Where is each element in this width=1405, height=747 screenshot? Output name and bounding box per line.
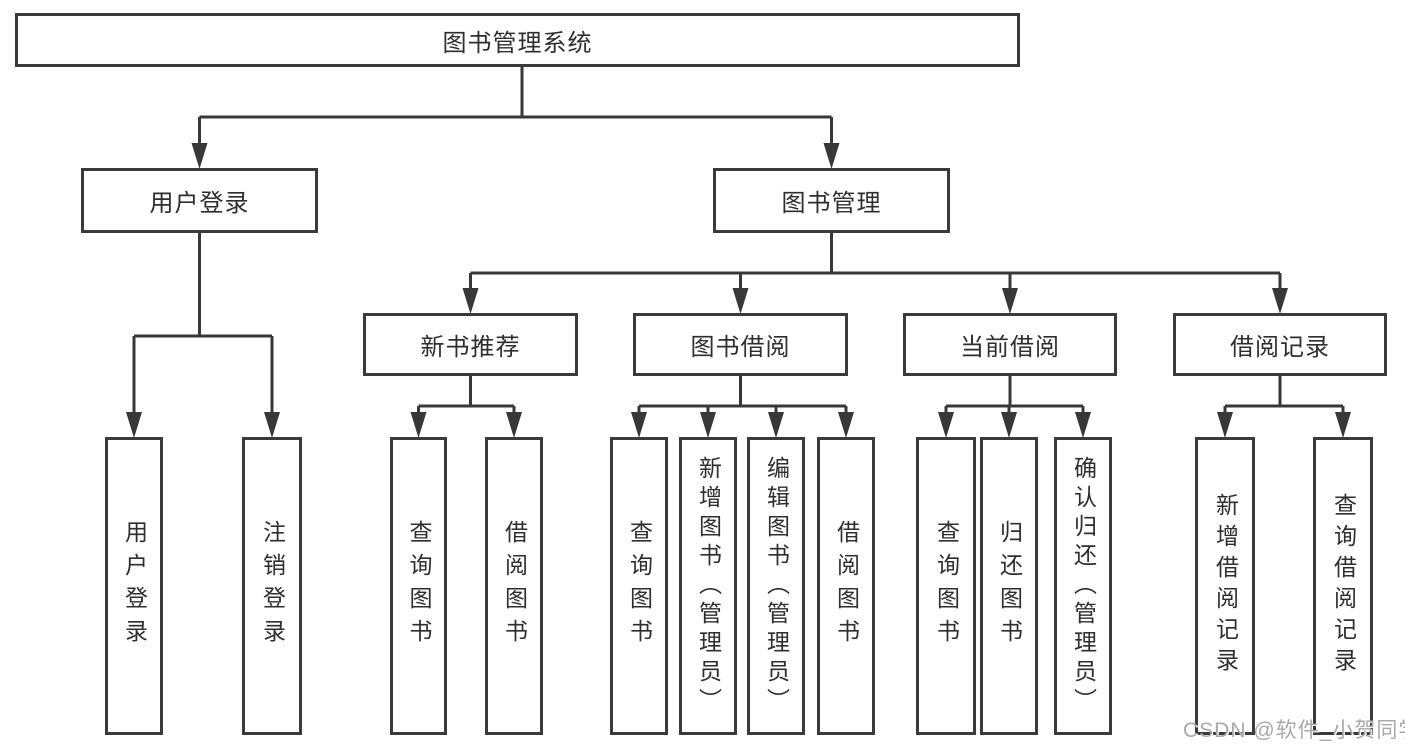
leaf-confirm-return-admin: 确认归还（管理员） — [1054, 437, 1112, 735]
node-current-borrow: 当前借阅 — [903, 313, 1117, 376]
leaf-edit-book-admin: 编辑图书（管理员） — [747, 437, 805, 735]
leaf-query-book-newrec: 查询图书 — [390, 437, 447, 735]
leaf-borrow-book-borrow-label: 借阅图书 — [833, 520, 860, 652]
node-borrow-records: 借阅记录 — [1173, 313, 1387, 376]
leaf-add-borrow-record-label: 新增借阅记录 — [1212, 493, 1239, 679]
leaf-add-borrow-record: 新增借阅记录 — [1195, 437, 1255, 735]
leaf-query-book-current: 查询图书 — [916, 437, 976, 735]
node-borrow-records-label: 借阅记录 — [1230, 334, 1330, 361]
leaf-user-login-label: 用户登录 — [121, 520, 148, 652]
leaf-logout: 注销登录 — [242, 437, 302, 735]
leaf-logout-label: 注销登录 — [259, 520, 286, 652]
leaf-query-book-current-label: 查询图书 — [933, 520, 960, 652]
leaf-borrow-book-newrec: 借阅图书 — [485, 437, 543, 735]
node-user-login-label: 用户登录 — [149, 190, 250, 217]
node-new-book-rec-label: 新书推荐 — [420, 334, 521, 361]
node-book-mgmt-label: 图书管理 — [781, 190, 882, 217]
leaf-edit-book-admin-label: 编辑图书（管理员） — [763, 455, 790, 717]
node-current-borrow-label: 当前借阅 — [960, 334, 1060, 361]
leaf-query-book-borrow-label: 查询图书 — [626, 520, 653, 652]
leaf-query-book-borrow: 查询图书 — [610, 437, 668, 735]
leaf-return-book: 归还图书 — [980, 437, 1038, 735]
leaf-query-borrow-record: 查询借阅记录 — [1313, 437, 1373, 735]
leaf-borrow-book-borrow: 借阅图书 — [817, 437, 875, 735]
leaf-query-borrow-record-label: 查询借阅记录 — [1330, 493, 1357, 679]
node-root-label: 图书管理系统 — [442, 29, 593, 57]
leaf-borrow-book-newrec-label: 借阅图书 — [501, 520, 528, 652]
node-book-borrow-label: 图书借阅 — [690, 334, 791, 361]
watermark-text: CSDN @软件_小贺同学 — [1183, 719, 1405, 742]
node-book-borrow: 图书借阅 — [633, 313, 848, 376]
node-user-login: 用户登录 — [81, 168, 318, 233]
leaf-add-book-admin-label: 新增图书（管理员） — [695, 455, 722, 717]
node-new-book-rec: 新书推荐 — [363, 313, 578, 376]
leaf-query-book-newrec-label: 查询图书 — [406, 520, 432, 652]
leaf-confirm-return-admin-label: 确认归还（管理员） — [1070, 455, 1097, 717]
leaf-add-book-admin: 新增图书（管理员） — [679, 437, 737, 735]
node-book-mgmt: 图书管理 — [713, 168, 950, 233]
node-root: 图书管理系统 — [15, 13, 1020, 67]
leaf-user-login: 用户登录 — [105, 437, 163, 735]
leaf-return-book-label: 归还图书 — [996, 520, 1023, 652]
